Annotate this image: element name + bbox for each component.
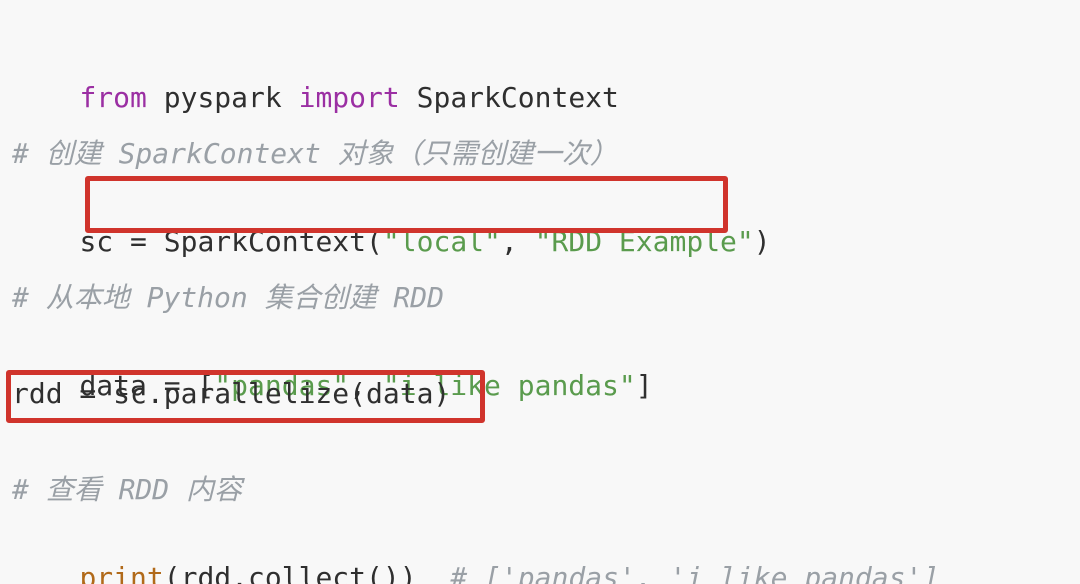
code-line-data-list: data = ["pandas", "i like pandas"] bbox=[12, 326, 652, 402]
code-comment-create-context: # 创建 SparkContext 对象（只需创建一次） bbox=[12, 137, 618, 170]
close-paren: ) bbox=[753, 225, 771, 258]
highlight-box-sparkcontext bbox=[85, 176, 728, 233]
code-comment-create-rdd: # 从本地 Python 集合创建 RDD bbox=[12, 281, 445, 314]
inline-spacer bbox=[417, 561, 451, 584]
code-line-parallelize: rdd = sc.parallelize(data) bbox=[12, 377, 451, 410]
arg-separator: , bbox=[500, 225, 535, 258]
string-i-like-pandas: "i like pandas" bbox=[382, 369, 636, 402]
list-close: ] bbox=[635, 369, 653, 402]
list-separator: , bbox=[349, 369, 383, 402]
highlight-box-parallelize bbox=[6, 370, 485, 423]
print-args: (rdd.collect()) bbox=[163, 561, 417, 584]
inline-comment-output: # ['pandas', 'i like pandas'] bbox=[450, 561, 940, 584]
imported-name: SparkContext bbox=[399, 81, 619, 114]
module-name: pyspark bbox=[146, 81, 299, 114]
keyword-import: import bbox=[298, 81, 400, 114]
keyword-from: from bbox=[79, 81, 147, 114]
code-line-import: from pyspark import SparkContext bbox=[12, 38, 618, 114]
builtin-print: print bbox=[79, 561, 164, 584]
code-line-print: print(rdd.collect()) # ['pandas', 'i lik… bbox=[12, 518, 939, 584]
code-comment-view-rdd: # 查看 RDD 内容 bbox=[12, 473, 243, 506]
